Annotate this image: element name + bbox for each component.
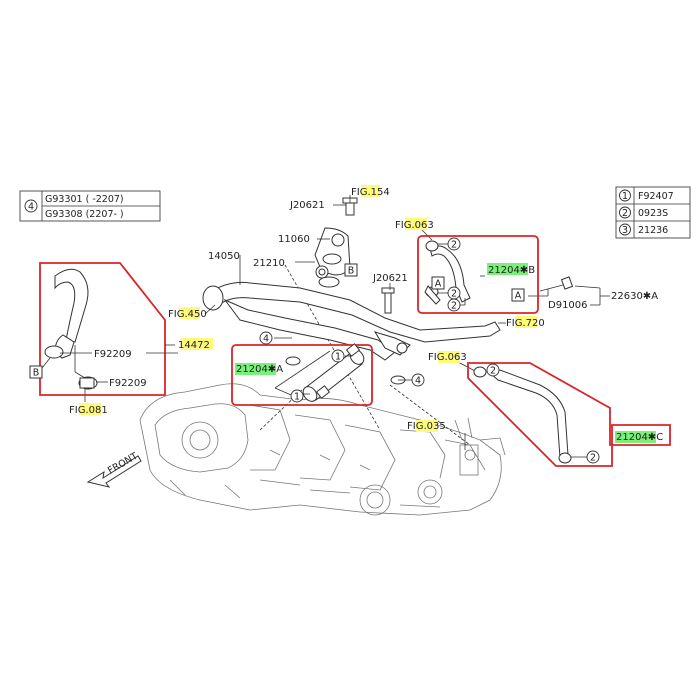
ref-box-a-1: A xyxy=(435,279,442,290)
label-14472: 14472 xyxy=(178,340,210,351)
legend-right-marker-1: 1 xyxy=(622,191,628,202)
callout-circles: 4 4 1 1 2 2 2 2 2 xyxy=(259,237,600,464)
label-21204b: 21204✱B xyxy=(488,265,535,276)
callout-1b: 1 xyxy=(294,392,300,403)
label-fig081: FIG.081 xyxy=(69,405,108,416)
label-f92209-a: F92209 xyxy=(94,349,132,360)
label-j20621-mid: J20621 xyxy=(372,273,408,284)
front-arrow-icon xyxy=(86,455,142,488)
part-labels: FIG.154 J20621 FIG.063 11060 14050 21210… xyxy=(69,187,663,443)
label-21210: 21210 xyxy=(253,258,285,269)
callout-2a: 2 xyxy=(451,240,457,251)
legend-left: 4 G93301 ( -2207) G93308 (2207- ) xyxy=(19,190,161,222)
label-fig063-top: FIG.063 xyxy=(395,220,434,231)
ref-box-b-2: B xyxy=(33,368,40,379)
callout-2b: 2 xyxy=(451,289,457,300)
legend-right-marker-2: 2 xyxy=(622,208,628,219)
legend-right-code-1: F92407 xyxy=(638,191,674,202)
ref-box-a-2: A xyxy=(515,291,522,302)
highlights xyxy=(79,185,656,443)
label-fig035: FIG.035 xyxy=(407,421,446,432)
legend-row-2: G93308 (2207- ) xyxy=(45,209,124,220)
label-d91006: D91006 xyxy=(548,300,588,311)
callout-1a: 1 xyxy=(335,352,341,363)
frame-hose-21204c xyxy=(467,362,671,467)
legend-row-1: G93301 ( -2207) xyxy=(45,194,124,205)
legend-right: 1 2 3 F92407 0923S 21236 xyxy=(615,186,691,239)
ref-box-b-1: B xyxy=(348,266,355,277)
label-21204a: 21204✱A xyxy=(236,364,283,375)
label-fig154: FIG.154 xyxy=(351,187,390,198)
legend-right-code-3: 21236 xyxy=(638,225,668,236)
callout-circle-4a xyxy=(259,331,273,345)
label-fig063-mid: FIG.063 xyxy=(428,352,467,363)
legend-right-marker-3: 3 xyxy=(622,225,628,236)
front-direction-indicator: FRONT xyxy=(86,451,142,488)
label-21204c: 21204✱C xyxy=(616,432,663,443)
gasket-upper xyxy=(285,356,301,366)
label-11060: 11060 xyxy=(278,234,310,245)
reference-boxes: B B A A xyxy=(29,263,525,379)
label-f92209-b: F92209 xyxy=(109,378,147,389)
label-fig720: FIG.720 xyxy=(506,318,545,329)
legend-right-code-2: 0923S xyxy=(638,208,668,219)
callout-2d: 2 xyxy=(490,366,496,377)
label-22630a: 22630✱A xyxy=(611,291,658,302)
callout-2c: 2 xyxy=(451,301,457,312)
callout-4a: 4 xyxy=(263,334,269,345)
frame-hose-14472 xyxy=(39,262,178,396)
label-fig450: FIG.450 xyxy=(168,309,207,320)
callout-2e: 2 xyxy=(590,453,596,464)
callout-4b: 4 xyxy=(415,376,421,387)
legend-marker-circle xyxy=(24,199,38,213)
label-j20621-top: J20621 xyxy=(289,200,325,211)
legend-marker: 4 xyxy=(28,202,34,213)
label-14050: 14050 xyxy=(208,251,240,262)
